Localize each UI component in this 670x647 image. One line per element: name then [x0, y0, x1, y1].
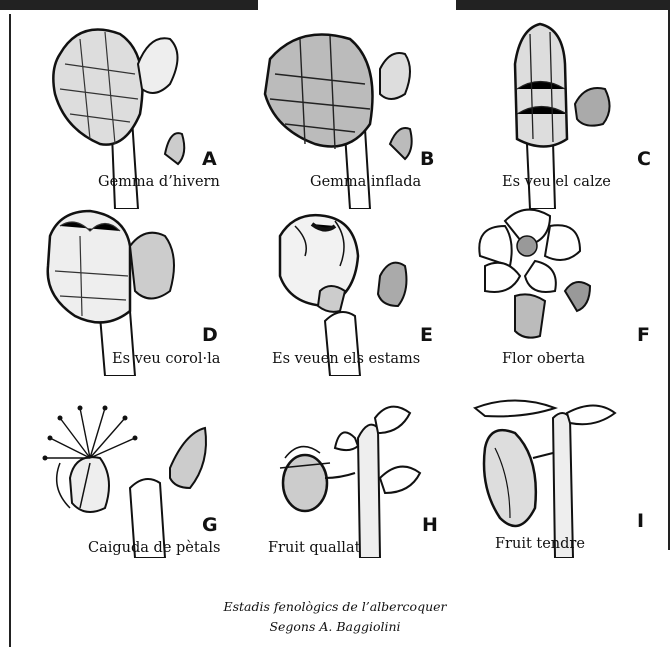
stage-e-panel: E Es veuen els estams — [240, 196, 450, 391]
stage-letter: H — [422, 514, 438, 536]
figure-credit-author: Segons A. Baggiolini — [0, 619, 670, 634]
figure-credit-title: Estadis fenològics de l’albercoquer — [0, 599, 670, 614]
stage-g-panel: G Caiguda de pètals — [20, 378, 230, 573]
stage-caption: Es veu el calze — [502, 174, 611, 190]
stage-letter: A — [202, 148, 217, 170]
stage-caption: Caiguda de pètals — [88, 540, 220, 556]
stage-h-panel: H Fruit quallat — [240, 378, 450, 573]
top-border-gap — [258, 0, 456, 10]
stage-caption: Fruit quallat — [268, 540, 360, 556]
stage-letter: D — [202, 324, 218, 346]
stage-f-panel: F Flor oberta — [455, 196, 665, 391]
left-border — [9, 14, 11, 647]
fruit-set-drawing-icon — [240, 378, 450, 558]
stage-a-panel: A Gemma d’hivern — [20, 14, 230, 209]
stage-c-panel: C Es veu el calze — [455, 14, 665, 209]
stage-letter: E — [420, 324, 433, 346]
stage-letter: F — [637, 324, 650, 346]
stage-caption: Gemma d’hivern — [98, 174, 220, 190]
stamens-visible-drawing-icon — [240, 196, 450, 376]
stage-b-panel: B Gemma inflada — [240, 14, 450, 209]
stage-letter: C — [637, 148, 651, 170]
corolla-visible-drawing-icon — [20, 196, 230, 376]
stage-caption: Flor oberta — [502, 351, 585, 367]
stage-caption: Es veuen els estams — [272, 351, 420, 367]
young-fruit-drawing-icon — [455, 378, 665, 558]
stage-caption: Es veu corol·la — [112, 351, 220, 367]
stage-d-panel: D Es veu corol·la — [20, 196, 230, 391]
petal-fall-drawing-icon — [20, 378, 230, 558]
stage-caption: Fruit tendre — [495, 536, 585, 552]
stage-letter: B — [420, 148, 434, 170]
stage-i-panel: I Fruit tendre — [455, 378, 665, 573]
stage-letter: G — [202, 514, 218, 536]
stage-letter: I — [637, 510, 644, 532]
open-flower-drawing-icon — [455, 196, 665, 376]
stage-caption: Gemma inflada — [310, 174, 421, 190]
